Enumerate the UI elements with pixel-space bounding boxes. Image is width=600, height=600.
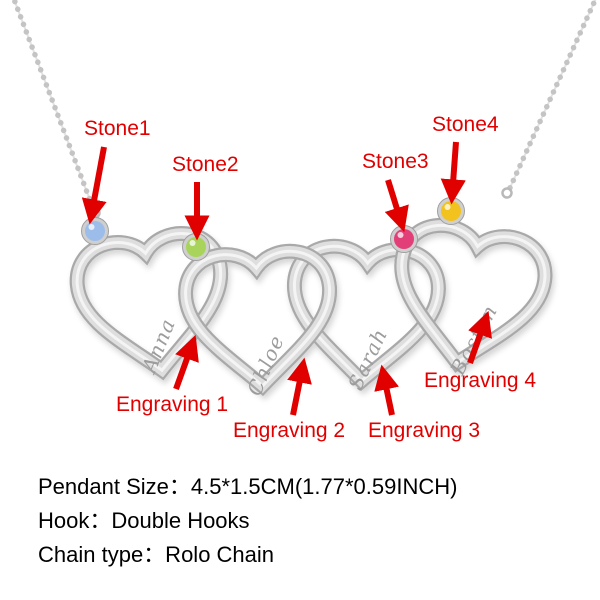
chain-right-core bbox=[508, 0, 597, 191]
engraving-1-label: Engraving 1 bbox=[116, 393, 229, 416]
stone-4-gem bbox=[441, 201, 461, 221]
spec-pendant-size: Pendant Size：4.5*1.5CM(1.77*0.59INCH) bbox=[38, 474, 458, 499]
stone-2-gem bbox=[186, 237, 206, 257]
chain-left-links bbox=[11, 0, 96, 211]
engraving-2-label: Engraving 2 bbox=[233, 419, 346, 442]
stone-3-gem bbox=[394, 229, 414, 249]
stone-3-label: Stone3 bbox=[362, 150, 429, 173]
engraving-4-label: Engraving 4 bbox=[424, 369, 537, 392]
spec-hook: Hook：Double Hooks bbox=[38, 508, 250, 533]
stone-4-highlight bbox=[444, 204, 451, 210]
chain-left bbox=[11, 0, 96, 211]
engraving-3-label: Engraving 3 bbox=[368, 419, 481, 442]
arrow-stone-4 bbox=[440, 141, 466, 205]
stone-2 bbox=[182, 233, 210, 261]
spec-chain-type: Chain type：Rolo Chain bbox=[38, 542, 275, 567]
arrow-engraving-1 bbox=[173, 334, 199, 391]
arrow-stone-1 bbox=[81, 146, 107, 225]
stone-2-label: Stone2 bbox=[172, 153, 239, 176]
arrow-engraving-4 bbox=[467, 310, 492, 365]
arrow-engraving-2 bbox=[287, 357, 312, 416]
stone-4 bbox=[437, 197, 465, 225]
chain-right-links bbox=[506, 0, 599, 193]
jump-ring-right bbox=[501, 187, 513, 199]
stone-1-label: Stone1 bbox=[84, 117, 151, 140]
arrow-engraving-3 bbox=[374, 364, 399, 416]
stone-2-highlight bbox=[189, 240, 196, 246]
stone-3 bbox=[390, 225, 418, 253]
chain-right bbox=[506, 0, 599, 193]
product-specs: Pendant Size：4.5*1.5CM(1.77*0.59INCH) Ho… bbox=[38, 470, 457, 572]
arrow-stone-3 bbox=[384, 179, 409, 233]
stone-1-highlight bbox=[88, 224, 95, 230]
stone-3-highlight bbox=[397, 232, 404, 238]
stone-1-gem bbox=[85, 221, 105, 241]
stone-1 bbox=[81, 217, 109, 245]
stone-4-label: Stone4 bbox=[432, 113, 499, 136]
